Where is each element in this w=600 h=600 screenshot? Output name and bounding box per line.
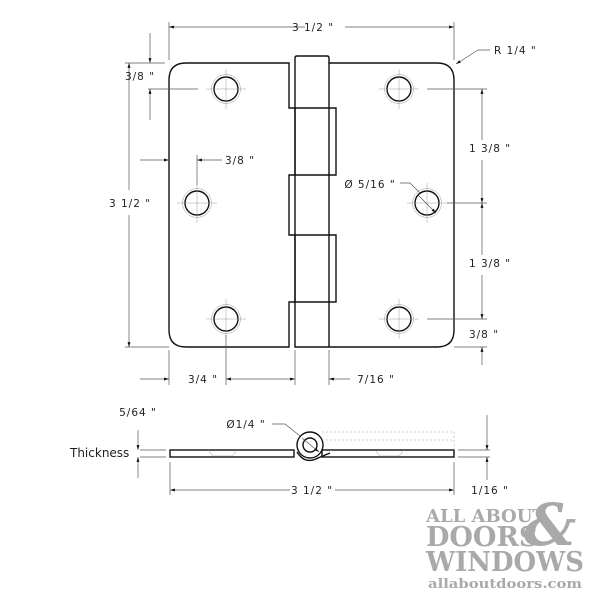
hinge-side-view [136,415,490,495]
screw-holes [182,74,442,334]
hole-diameter-label: Ø 5/16 " [344,179,395,191]
hinge-front-view [168,55,455,348]
logo-ampersand: & [524,491,576,559]
knuckle-offset-label: 7/16 " [357,374,395,386]
side-dimension-labels: 5/64 " Thickness Ø1/4 " 3 1/2 " 1/16 " [69,407,509,497]
bottom-hole-offset-label: 3/8 " [469,329,499,341]
thickness-label: Thickness [69,446,129,460]
left-hole-offset-label: 3/4 " [188,374,218,386]
thickness-value-label: 5/64 " [119,407,157,419]
middle-hole-offset-label: 3/8 " [225,155,255,167]
logo-line-1: ALL ABOUT [425,506,546,527]
corner-radius-label: R 1/4 " [494,45,537,57]
overall-height-label: 3 1/2 " [109,198,151,210]
overall-width-label: 3 1/2 " [292,22,334,34]
pin-diameter-label: Ø1/4 " [226,419,265,431]
dimension-lines [125,22,490,385]
top-hole-offset-label: 3/8 " [125,71,155,83]
logo-url: allaboutdoors.com [428,577,582,592]
right-spacing-lower-label: 1 3/8 " [469,258,511,270]
company-logo: ALL ABOUT & DOORS WINDOWS allaboutdoors.… [425,491,584,592]
logo-line-3: WINDOWS [425,547,584,578]
right-spacing-upper-label: 1 3/8 " [469,143,511,155]
logo-line-2: DOORS [426,522,538,553]
side-width-label: 3 1/2 " [291,485,333,497]
offset-label: 1/16 " [471,485,509,497]
front-dimension-labels: 3 1/2 " R 1/4 " 3 1/2 " 3/8 " 3/8 " 1 3/… [109,22,537,386]
